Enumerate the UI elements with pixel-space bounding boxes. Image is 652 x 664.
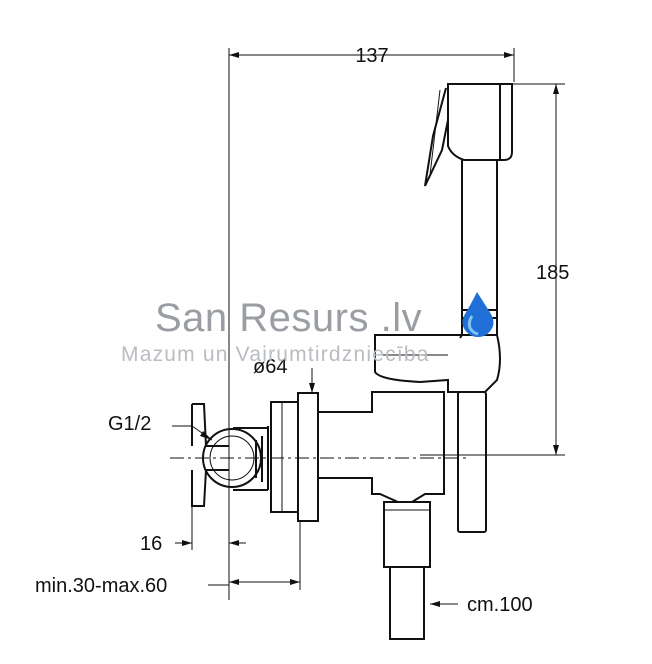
- diameter-label: ø64: [253, 356, 287, 378]
- watermark: San Resurs .lv Mazum un Vairumtirdzniecī…: [121, 292, 494, 366]
- shower-head: [424, 83, 513, 339]
- dimension-handle-offset: [175, 506, 246, 550]
- dimension-width: [228, 48, 515, 600]
- hose-outlet: [457, 391, 487, 533]
- watermark-title: San Resurs .lv: [155, 296, 422, 340]
- height-label: 185: [536, 262, 569, 284]
- handle-offset-label: 16: [140, 533, 162, 555]
- watermark-subtitle: Mazum un Vairumtirdzniecība: [121, 343, 430, 366]
- thread-leader: [172, 425, 213, 441]
- dimension-flange: [229, 368, 315, 590]
- water-drop-icon: [462, 292, 494, 337]
- holder-bracket: [374, 334, 501, 393]
- hose-length-label: cm.100: [467, 594, 533, 616]
- hose: [383, 501, 458, 640]
- wall-depth-label: min.30-max.60: [35, 575, 167, 597]
- shutoff-handle: [191, 403, 269, 507]
- width-label: 137: [355, 45, 388, 67]
- wall-flange: [270, 392, 319, 522]
- thread-label: G1/2: [108, 413, 151, 435]
- valve-body: [317, 391, 445, 503]
